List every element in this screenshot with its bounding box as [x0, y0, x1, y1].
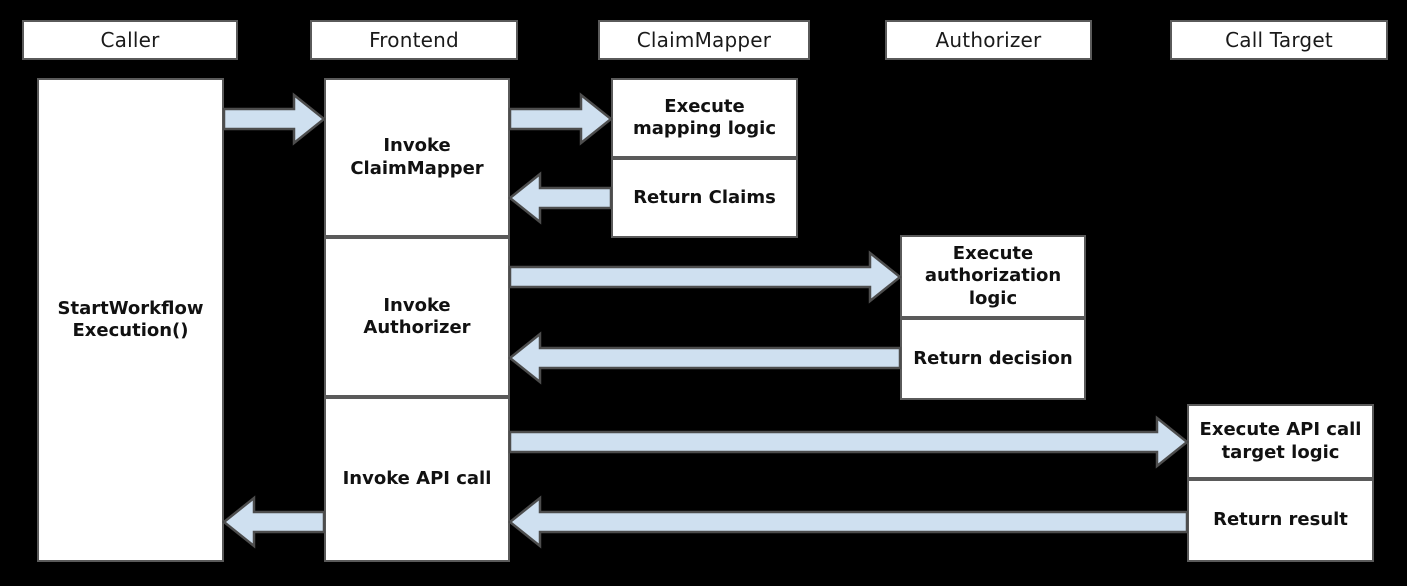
activity-authorizer-execute-label: Execute authorization logic — [924, 242, 1062, 309]
arrow-calltarget-to-frontend — [507, 495, 1189, 549]
activity-authorizer-return: Return decision — [900, 318, 1086, 400]
lane-header-claimmapper-label: ClaimMapper — [636, 28, 772, 52]
arrow-claimmapper-to-frontend — [507, 171, 613, 225]
arrow-authorizer-to-frontend — [507, 331, 902, 385]
arrow-frontend-to-claimmapper — [508, 92, 614, 146]
activity-caller-start-label: StartWorkflow Execution() — [57, 297, 204, 342]
lane-header-calltarget: Call Target — [1170, 20, 1388, 60]
activity-calltarget-execute-label: Execute API call target logic — [1199, 419, 1362, 463]
activity-frontend-invoke-authorizer-label: Invoke Authorizer — [363, 294, 471, 339]
arrow-frontend-to-calltarget — [508, 415, 1190, 469]
lane-header-authorizer: Authorizer — [885, 20, 1092, 60]
activity-claimmapper-execute: Execute mapping logic — [611, 78, 798, 158]
lane-header-authorizer-label: Authorizer — [935, 28, 1042, 52]
activity-frontend-invoke-claimmapper-label: Invoke ClaimMapper — [350, 135, 484, 179]
activity-calltarget-return-label: Return result — [1213, 509, 1348, 531]
lane-header-caller-label: Caller — [100, 28, 160, 52]
activity-calltarget-execute: Execute API call target logic — [1187, 404, 1374, 479]
activity-frontend-invoke-api-call: Invoke API call — [324, 397, 510, 562]
arrow-frontend-to-authorizer — [508, 250, 903, 304]
activity-frontend-invoke-authorizer: Invoke Authorizer — [324, 237, 510, 397]
activity-authorizer-execute: Execute authorization logic — [900, 235, 1086, 318]
lane-header-caller: Caller — [22, 20, 238, 60]
activity-claimmapper-return-label: Return Claims — [633, 186, 776, 208]
activity-calltarget-return: Return result — [1187, 479, 1374, 562]
activity-caller-start: StartWorkflow Execution() — [37, 78, 224, 562]
lane-header-frontend-label: Frontend — [369, 28, 459, 52]
lane-header-calltarget-label: Call Target — [1225, 28, 1333, 52]
arrow-caller-to-frontend — [222, 92, 327, 146]
activity-claimmapper-return: Return Claims — [611, 158, 798, 238]
lane-header-frontend: Frontend — [310, 20, 518, 60]
activity-authorizer-return-label: Return decision — [913, 347, 1073, 369]
activity-frontend-invoke-api-call-label: Invoke API call — [342, 468, 492, 490]
arrow-frontend-to-caller — [221, 495, 326, 549]
activity-claimmapper-execute-label: Execute mapping logic — [632, 95, 777, 140]
activity-frontend-invoke-claimmapper: Invoke ClaimMapper — [324, 78, 510, 237]
lane-header-claimmapper: ClaimMapper — [598, 20, 810, 60]
